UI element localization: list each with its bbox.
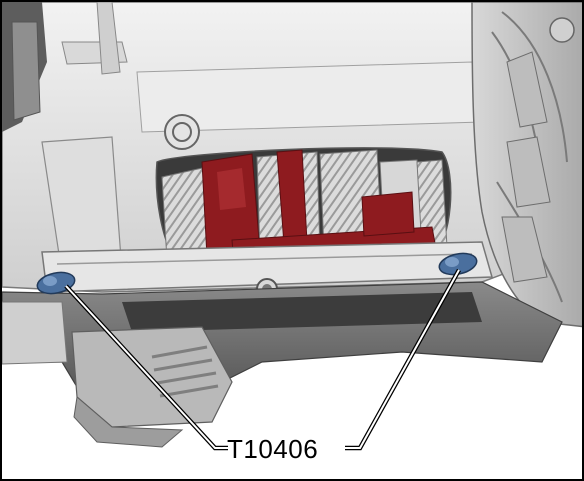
callout-leader-right-inner: [345, 269, 460, 449]
plug-boss: [164, 114, 200, 150]
tool-callout-label: T10406: [227, 434, 319, 464]
locating-pin-right: [438, 252, 478, 276]
callout-leader-left-inner: [65, 285, 228, 449]
